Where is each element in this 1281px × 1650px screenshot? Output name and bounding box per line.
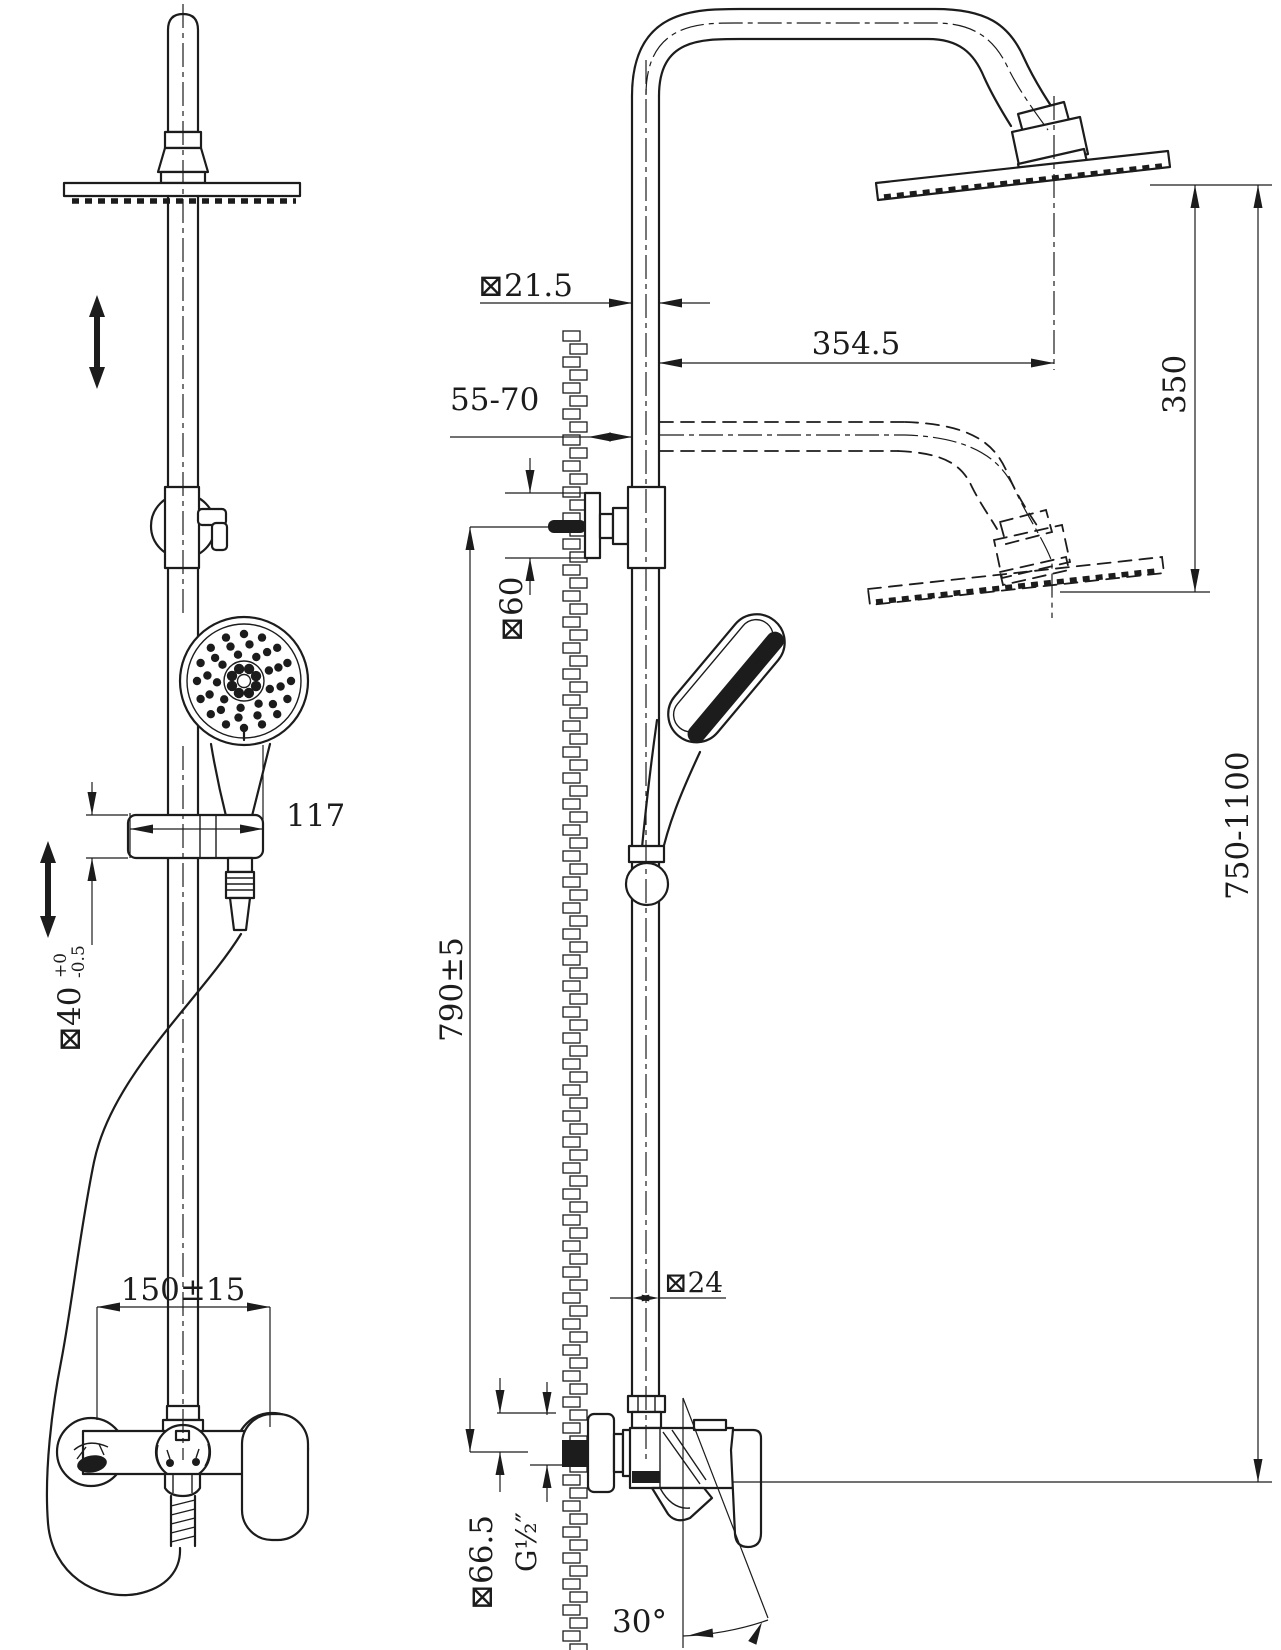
shower-hose xyxy=(45,932,243,1597)
adjust-arrow-lower xyxy=(40,841,56,938)
dim-wall-distance: 55-70 xyxy=(450,382,632,442)
dim-overall-height-label: 750-1100 xyxy=(1220,751,1256,900)
dim-rail-length-label: 790±5 xyxy=(434,937,470,1042)
front-slider-diverter xyxy=(149,485,229,570)
dim-handshower-offset: 117 xyxy=(129,745,345,858)
wall-section-hatch xyxy=(562,330,588,1650)
dim-holder-tol-minus: -0.5 xyxy=(69,945,89,978)
dim-rail-diameter: ⊠24 xyxy=(610,1266,726,1302)
valve-handle-side xyxy=(729,1428,763,1549)
side-riser-pipe xyxy=(630,94,661,1398)
dim-holder-diameter: ⊠40 +0 -0.5 xyxy=(51,782,128,1052)
outlet-nut xyxy=(163,1472,202,1498)
dim-bracket-diameter-label: ⊠60 xyxy=(494,577,530,642)
dim-inlet-spacing-label: 150±15 xyxy=(121,1272,246,1308)
wall-pipe-section xyxy=(562,1440,588,1467)
dim-head-drop-label: 350 xyxy=(1157,355,1193,414)
dim-handle-swing-label: 30° xyxy=(612,1604,667,1640)
dim-holder-tol-plus: +0 xyxy=(51,953,71,978)
side-view xyxy=(548,7,1172,1650)
dim-arm-reach-label: 354.5 xyxy=(812,326,901,362)
side-holder-knob xyxy=(624,861,670,907)
front-hand-shower xyxy=(178,615,310,818)
front-overhead-shower xyxy=(62,12,302,204)
dim-outlet-height-label: ⊠66.5 xyxy=(464,1515,500,1610)
spray-face-dots xyxy=(192,629,296,733)
dim-head-drop: 350 xyxy=(1060,184,1272,593)
dim-wall-distance-label: 55-70 xyxy=(450,382,539,418)
hose-connector-spiral xyxy=(169,1494,197,1548)
dim-rail-length: 790±5 xyxy=(434,526,548,1453)
side-shower-arm xyxy=(630,7,1063,128)
wall-escutcheon xyxy=(586,1412,616,1494)
dim-thread: G½″ xyxy=(510,1382,562,1572)
dim-handshower-offset-label: 117 xyxy=(286,798,345,834)
valve-lever-front xyxy=(240,1412,310,1542)
dim-pipe-diameter-label: ⊠21.5 xyxy=(478,268,573,304)
dim-thread-label: G½″ xyxy=(510,1512,543,1572)
valve-spout-side xyxy=(650,1486,714,1522)
dim-inlet-spacing: 150±15 xyxy=(96,1272,271,1427)
overhead-disc-front xyxy=(62,181,302,198)
side-hand-shower xyxy=(624,613,786,907)
side-shower-arm-phantom xyxy=(659,421,1166,606)
dim-holder-diameter-label: ⊠40 xyxy=(52,987,88,1052)
dim-outlet-height: ⊠66.5 xyxy=(464,1378,556,1610)
front-column-pipe xyxy=(166,194,200,1410)
dim-rail-diameter-label: ⊠24 xyxy=(664,1266,723,1299)
centerlines xyxy=(182,4,1055,1462)
front-mixer-valve xyxy=(55,1404,310,1548)
phantom-nozzles xyxy=(875,568,1157,605)
front-holder-bracket xyxy=(126,813,265,932)
dim-pipe-diameter: ⊠21.5 xyxy=(478,268,710,308)
dim-bracket-diameter: ⊠60 xyxy=(494,458,585,642)
dim-arm-reach: 354.5 xyxy=(659,326,1054,368)
dim-overall-height: 750-1100 xyxy=(733,185,1272,1483)
adjust-arrow-upper xyxy=(89,295,105,389)
dim-handle-swing: 30° xyxy=(612,1397,769,1648)
front-view xyxy=(40,12,310,1597)
side-overhead-shower-head xyxy=(874,100,1172,202)
side-mixer-valve xyxy=(586,1394,763,1549)
dimensions: ⊠21.5 55-70 354.5 35 xyxy=(51,184,1272,1648)
